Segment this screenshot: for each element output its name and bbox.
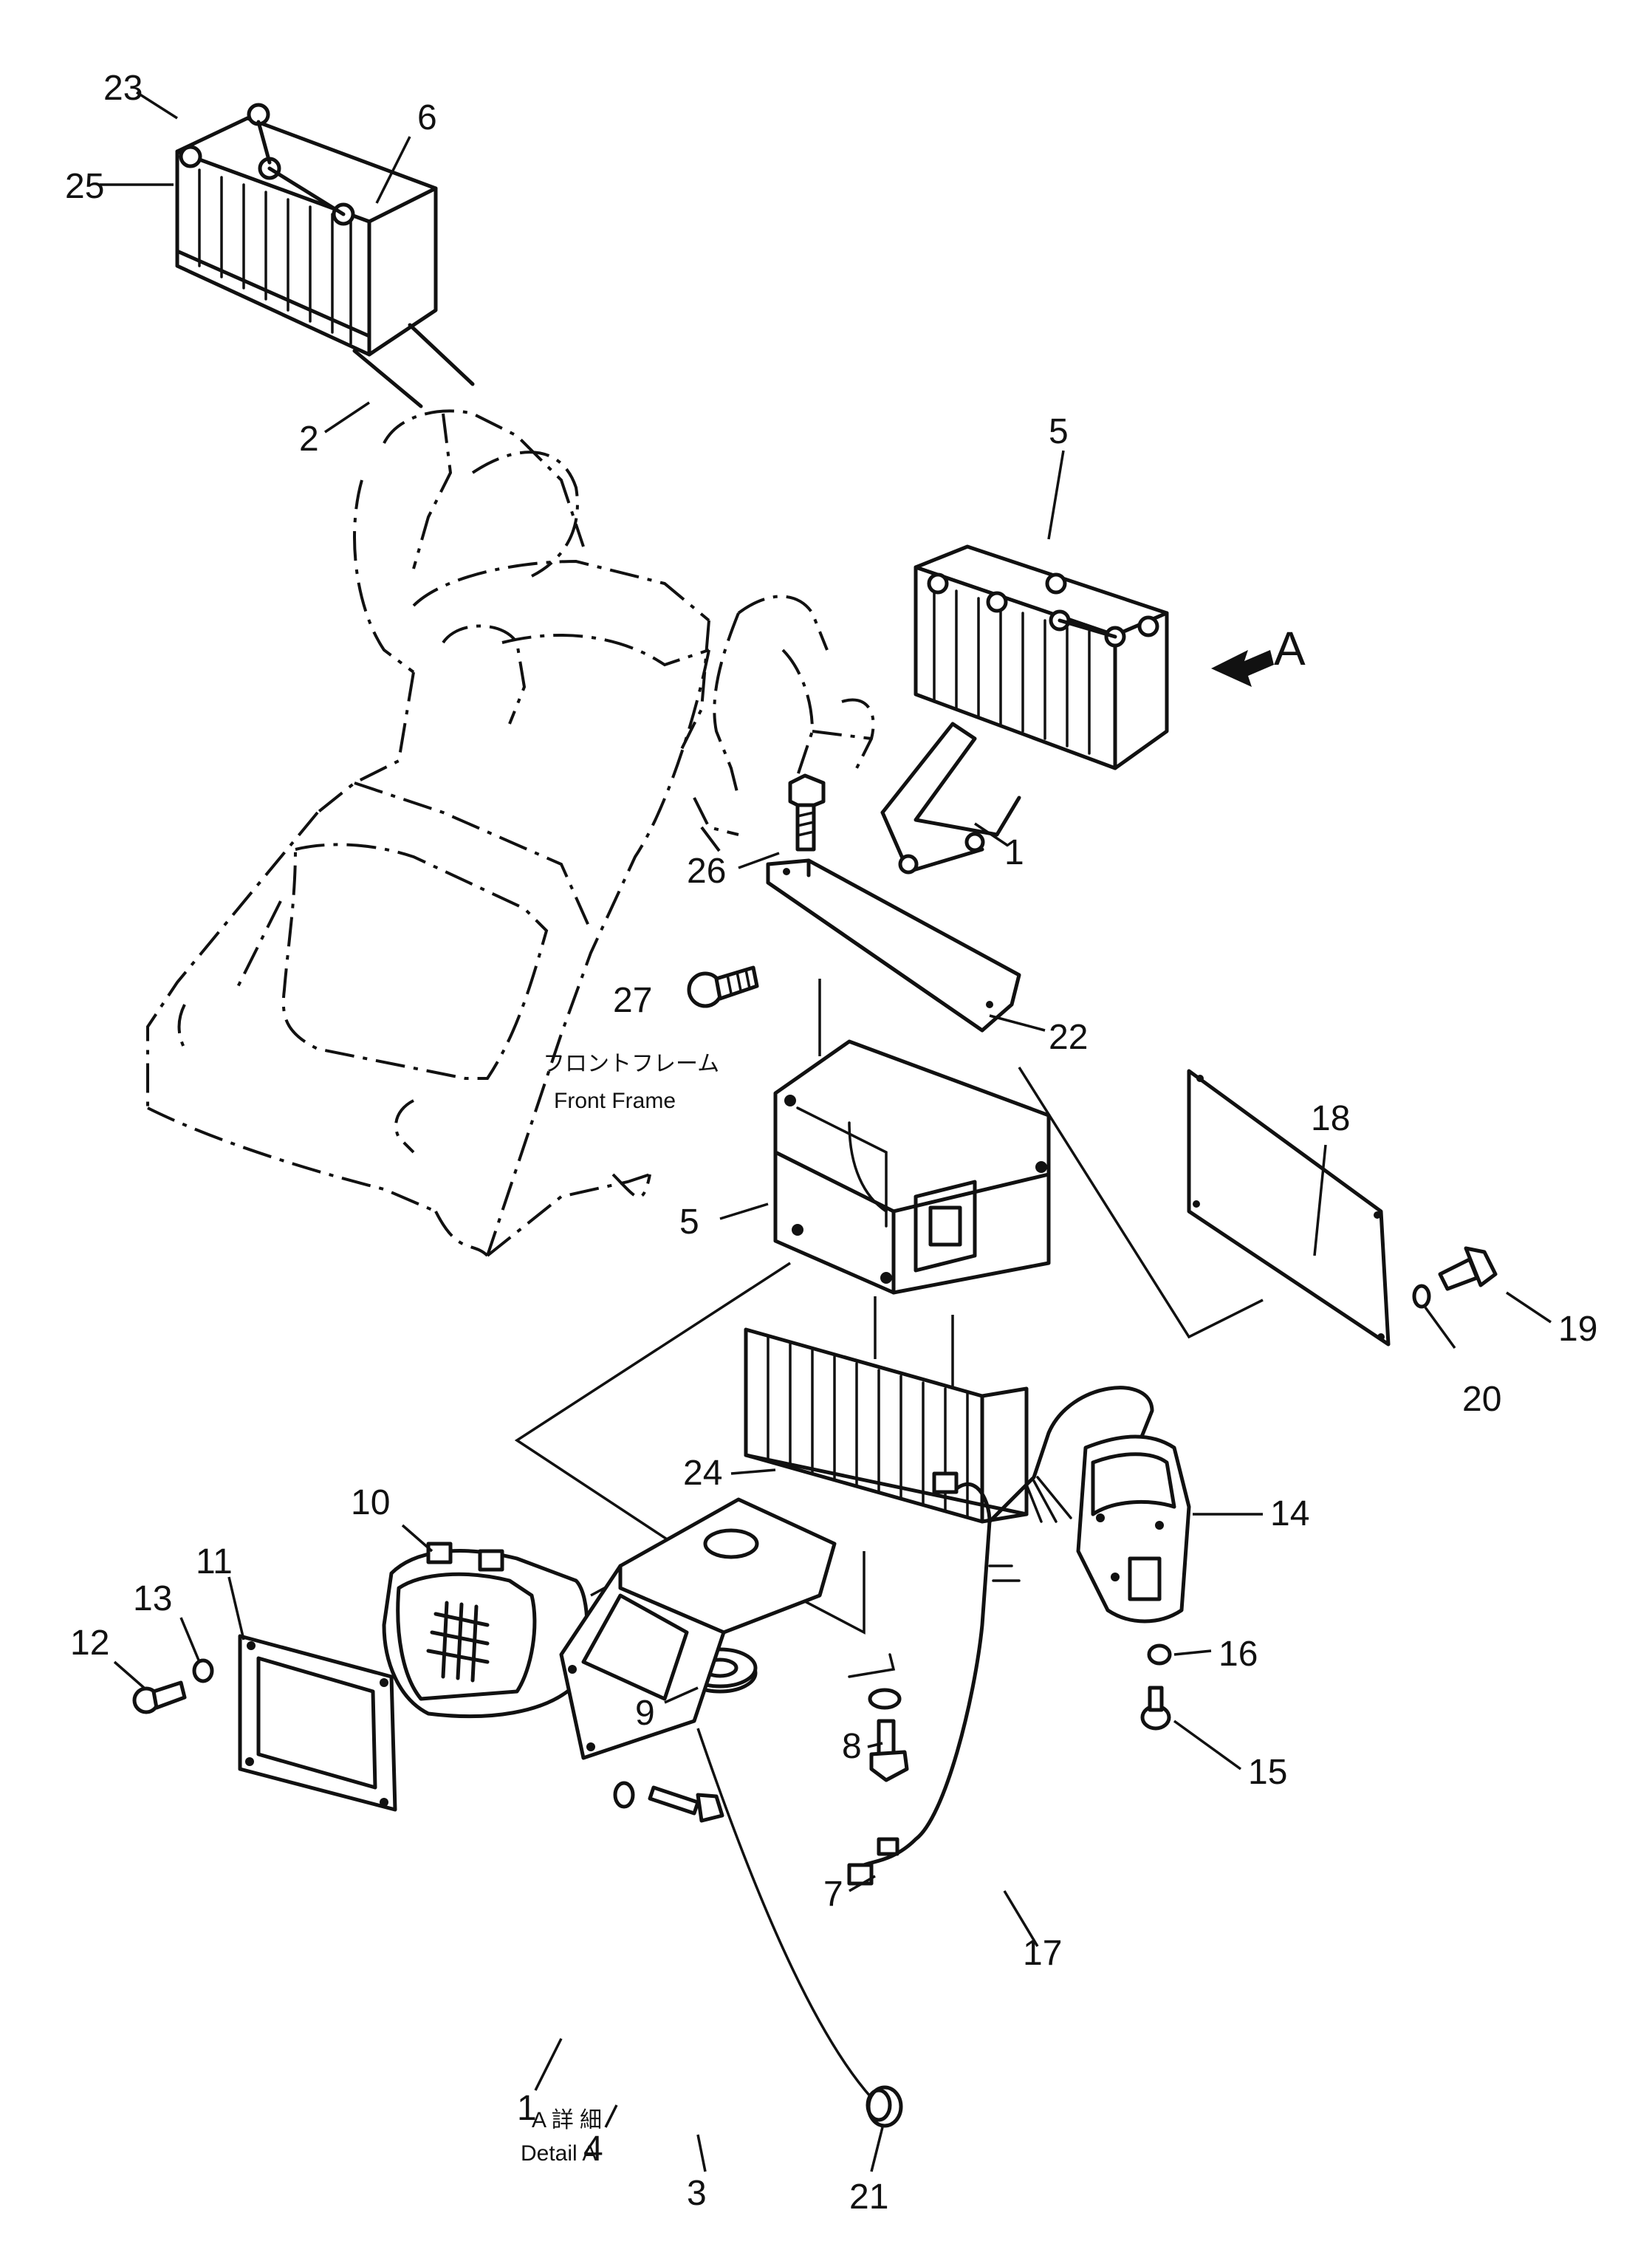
callout-21: 21 — [849, 2177, 888, 2217]
callouts: 23 6 25 2 5 1 26 27 22 5 18 19 20 24 10 … — [65, 69, 1597, 2217]
battery-box — [773, 1039, 1051, 1295]
callout-22: 22 — [1049, 1018, 1088, 1057]
detail-label-jp: A 詳 細 — [532, 2108, 602, 2132]
callout-7: 7 — [823, 1875, 843, 1914]
washer-8 — [868, 1688, 902, 1710]
callout-24: 24 — [683, 1454, 722, 1493]
callout-12: 12 — [70, 1624, 109, 1663]
front-frame-label-jp: フロントフレーム — [543, 1052, 719, 1076]
callout-14: 14 — [1270, 1494, 1309, 1533]
callout-18: 18 — [1311, 1099, 1350, 1138]
bolt-3 — [648, 1785, 724, 1823]
leader-lines — [100, 91, 1552, 2172]
callout-17: 17 — [1023, 1934, 1062, 1973]
callout-25: 25 — [65, 167, 104, 206]
callout-6: 6 — [417, 98, 437, 137]
tail-lamp — [1076, 1434, 1191, 1624]
view-arrow-label: A — [1274, 622, 1306, 675]
callout-4: 4 — [583, 2129, 603, 2169]
grille — [744, 1327, 1029, 1524]
callout-26: 26 — [687, 852, 726, 891]
callout-9: 9 — [635, 1694, 655, 1733]
battery-upper — [175, 103, 438, 357]
screw-15 — [1140, 1686, 1171, 1731]
bolt-19 — [1438, 1246, 1498, 1291]
callout-27: 27 — [613, 981, 652, 1020]
callout-1-upper: 1 — [1004, 833, 1024, 872]
bracket-22 — [766, 858, 1021, 1033]
callout-5-box: 5 — [679, 1202, 699, 1242]
cover-plate — [1187, 1069, 1391, 1347]
front-frame-label-en: Front Frame — [554, 1089, 676, 1113]
front-frame — [146, 409, 875, 1257]
callout-2: 2 — [299, 420, 319, 459]
callout-1-lower: 1 — [517, 2089, 537, 2128]
bracket-upper — [880, 722, 1021, 875]
battery-strap-upper — [352, 323, 475, 408]
view-arrow: A — [1211, 622, 1306, 687]
callout-11: 11 — [196, 1542, 233, 1581]
washer-4 — [613, 1781, 635, 1809]
bolt-26 — [788, 773, 826, 886]
washer-13 — [192, 1658, 214, 1683]
bolt-12 — [132, 1680, 187, 1714]
callout-19: 19 — [1558, 1310, 1597, 1349]
callout-3: 3 — [687, 2174, 707, 2213]
lamp-gasket — [238, 1634, 397, 1812]
bolt-7 — [869, 1719, 909, 1782]
callout-8: 8 — [842, 1727, 862, 1766]
callout-10: 10 — [351, 1483, 390, 1522]
wire-harness — [847, 1386, 1154, 1886]
battery-right — [914, 544, 1169, 770]
callout-20: 20 — [1462, 1380, 1501, 1419]
callout-16: 16 — [1219, 1635, 1258, 1674]
callout-5-battery: 5 — [1049, 412, 1069, 451]
callout-15: 15 — [1248, 1753, 1287, 1792]
callout-13: 13 — [133, 1579, 172, 1618]
washer-20 — [1412, 1284, 1431, 1309]
work-lamp — [382, 1542, 589, 1719]
callout-23: 23 — [103, 69, 143, 108]
washer-16 — [1147, 1643, 1172, 1666]
grommet-21 — [696, 1728, 903, 2128]
bracket-lower — [559, 1497, 837, 1760]
detail-label-en: Detail A — [521, 2141, 597, 2166]
bolt-27 — [687, 965, 759, 1008]
